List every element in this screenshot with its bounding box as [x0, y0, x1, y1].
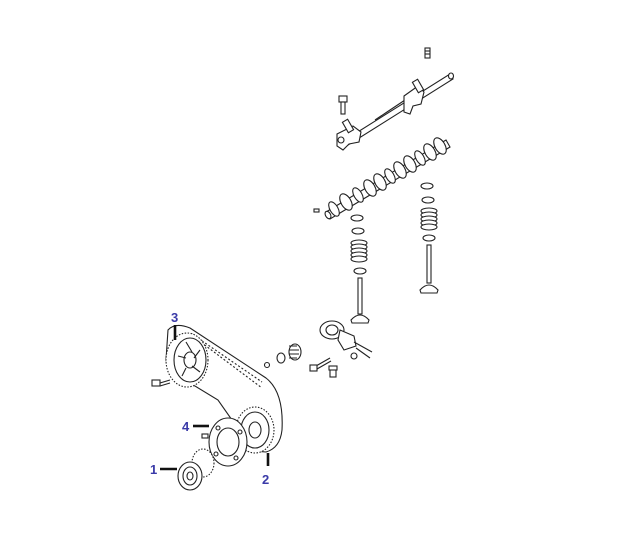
valve-assembly-right	[419, 182, 439, 294]
rocker-shaft-assembly	[336, 47, 455, 151]
camshaft-pulley-bolt	[151, 379, 171, 387]
belt-tensioner	[319, 320, 373, 360]
camshaft	[313, 137, 451, 220]
valve-bucket-right	[420, 182, 434, 190]
valve-spring-left	[350, 239, 368, 263]
rocker-arm-left	[336, 118, 362, 151]
callout-label-3: 3	[171, 310, 178, 325]
crankshaft-hub-flange	[201, 417, 248, 467]
valve-bucket-left	[350, 214, 364, 222]
callout-1: 1	[150, 462, 177, 477]
valve-collet-left	[351, 227, 365, 235]
crankshaft-sprocket	[177, 448, 215, 491]
hub-pin	[201, 433, 209, 439]
camshaft-lobes	[328, 137, 447, 217]
callout-label-1: 1	[150, 462, 157, 477]
idler-pulley	[263, 343, 302, 369]
valve-right	[419, 244, 439, 294]
valve-left	[350, 277, 370, 324]
rocker-shaft-end-bolt	[424, 47, 431, 59]
valve-assembly-left	[350, 214, 370, 324]
callout-label-4: 4	[182, 419, 190, 434]
camshaft-pulley	[165, 332, 209, 388]
valve-collet-right	[421, 196, 435, 204]
callout-label-2: 2	[262, 472, 269, 487]
rocker-bolt	[338, 95, 348, 115]
rocker-arm-right	[403, 78, 425, 115]
callout-4: 4	[182, 419, 209, 434]
valve-seat-left	[353, 267, 367, 275]
rocker-shaft	[344, 72, 455, 146]
valve-spring-right	[420, 207, 438, 231]
valve-seat-right	[422, 234, 436, 242]
camshaft-key	[313, 208, 320, 213]
callout-2: 2	[262, 453, 270, 487]
callout-3: 3	[171, 310, 178, 340]
tensioner-bolt-long	[309, 357, 332, 372]
tensioner-bolt-short	[328, 365, 338, 378]
